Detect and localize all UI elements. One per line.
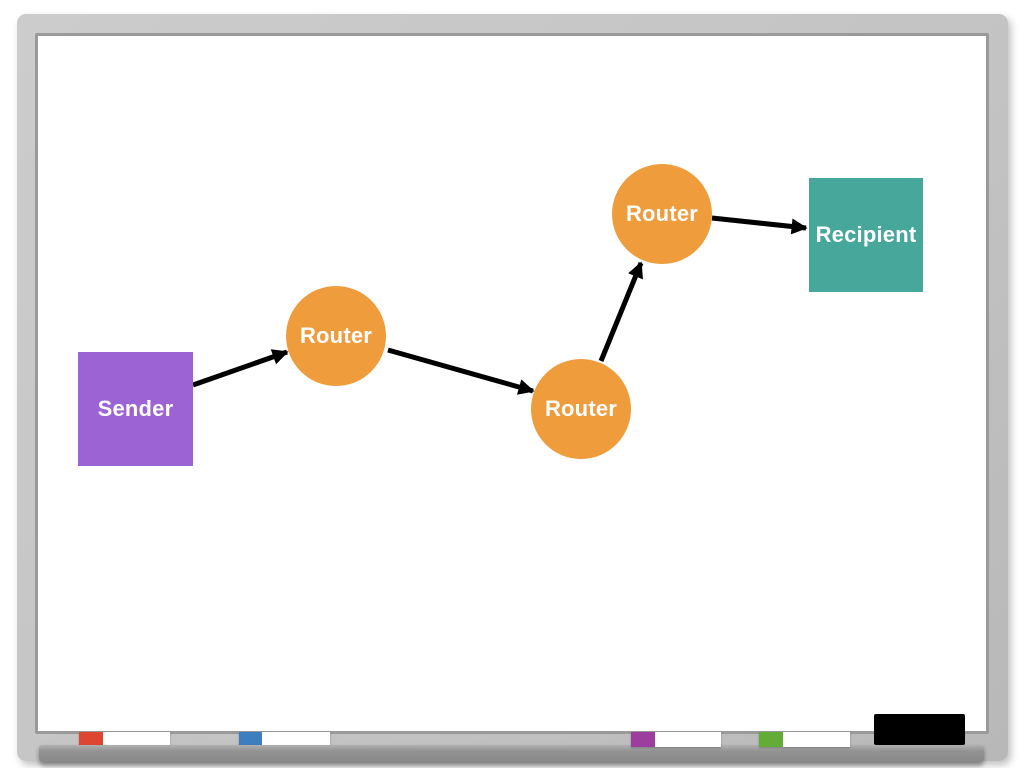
- marker-tray: [39, 745, 984, 763]
- node-router-2: Router: [531, 359, 631, 459]
- node-router-1-label: Router: [299, 323, 373, 348]
- node-sender: Sender: [78, 352, 193, 466]
- whiteboard-frame: Sender Router Router Router Recipient: [17, 14, 1008, 763]
- blue-marker: [239, 732, 330, 747]
- blue-marker-body: [262, 732, 330, 747]
- red-marker: [79, 732, 170, 747]
- green-marker-cap: [759, 732, 783, 747]
- red-marker-body: [103, 732, 170, 747]
- node-router-1: Router: [286, 286, 386, 386]
- eraser: [874, 714, 965, 745]
- green-marker: [759, 732, 850, 747]
- blue-marker-cap: [239, 732, 262, 747]
- purple-marker: [631, 732, 721, 747]
- red-marker-cap: [79, 732, 103, 747]
- node-router-3: Router: [612, 164, 712, 264]
- green-marker-body: [783, 732, 850, 747]
- node-recipient-label: Recipient: [815, 222, 917, 247]
- node-router-2-label: Router: [544, 396, 618, 421]
- node-recipient: Recipient: [809, 178, 923, 292]
- node-router-3-label: Router: [625, 201, 699, 226]
- node-sender-label: Sender: [97, 396, 174, 421]
- purple-marker-body: [655, 732, 721, 747]
- purple-marker-cap: [631, 732, 655, 747]
